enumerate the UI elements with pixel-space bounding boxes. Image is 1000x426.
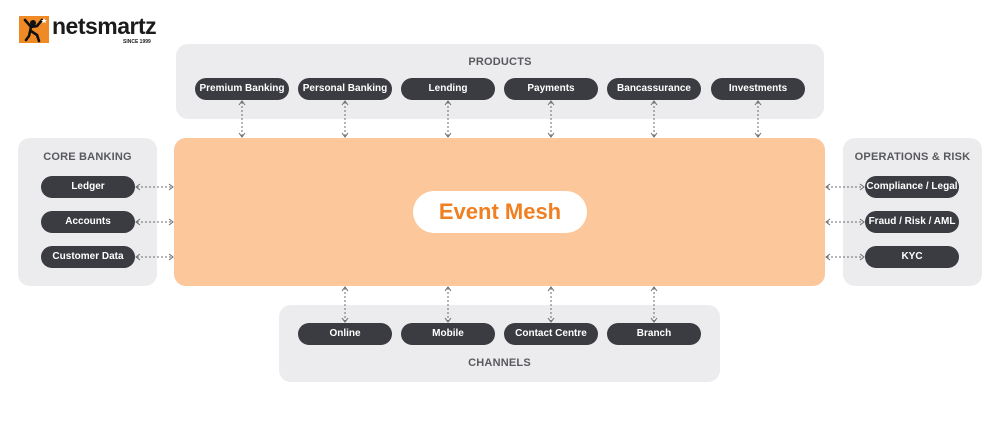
core-ledger[interactable]: Ledger	[41, 176, 135, 198]
ops-kyc[interactable]: KYC	[865, 246, 959, 268]
products-title: PRODUCTS	[468, 56, 532, 68]
product-premium-banking[interactable]: Premium Banking	[195, 78, 289, 100]
logo-tagline: SINCE 1999	[123, 39, 151, 45]
core-banking-title: CORE BANKING	[43, 151, 132, 163]
channels-title: CHANNELS	[468, 357, 531, 369]
logo-wordmark: netsmartz	[52, 13, 157, 39]
channel-mobile[interactable]: Mobile	[401, 323, 495, 345]
product-personal-banking[interactable]: Personal Banking	[298, 78, 392, 100]
core-accounts[interactable]: Accounts	[41, 211, 135, 233]
event-mesh-label: Event Mesh	[413, 191, 587, 233]
channel-branch[interactable]: Branch	[607, 323, 701, 345]
channel-online[interactable]: Online	[298, 323, 392, 345]
ops-fraud-risk-aml[interactable]: Fraud / Risk / AML	[865, 211, 959, 233]
product-lending[interactable]: Lending	[401, 78, 495, 100]
product-bancassurance[interactable]: Bancassurance	[607, 78, 701, 100]
product-payments[interactable]: Payments	[504, 78, 598, 100]
ops-compliance-legal[interactable]: Compliance / Legal	[865, 176, 959, 198]
product-investments[interactable]: Investments	[711, 78, 805, 100]
channel-contact-centre[interactable]: Contact Centre	[504, 323, 598, 345]
operations-risk-title: OPERATIONS & RISK	[854, 151, 971, 163]
core-customer-data[interactable]: Customer Data	[41, 246, 135, 268]
arrowheads	[135, 100, 865, 323]
logo-figure-icon	[19, 16, 49, 43]
